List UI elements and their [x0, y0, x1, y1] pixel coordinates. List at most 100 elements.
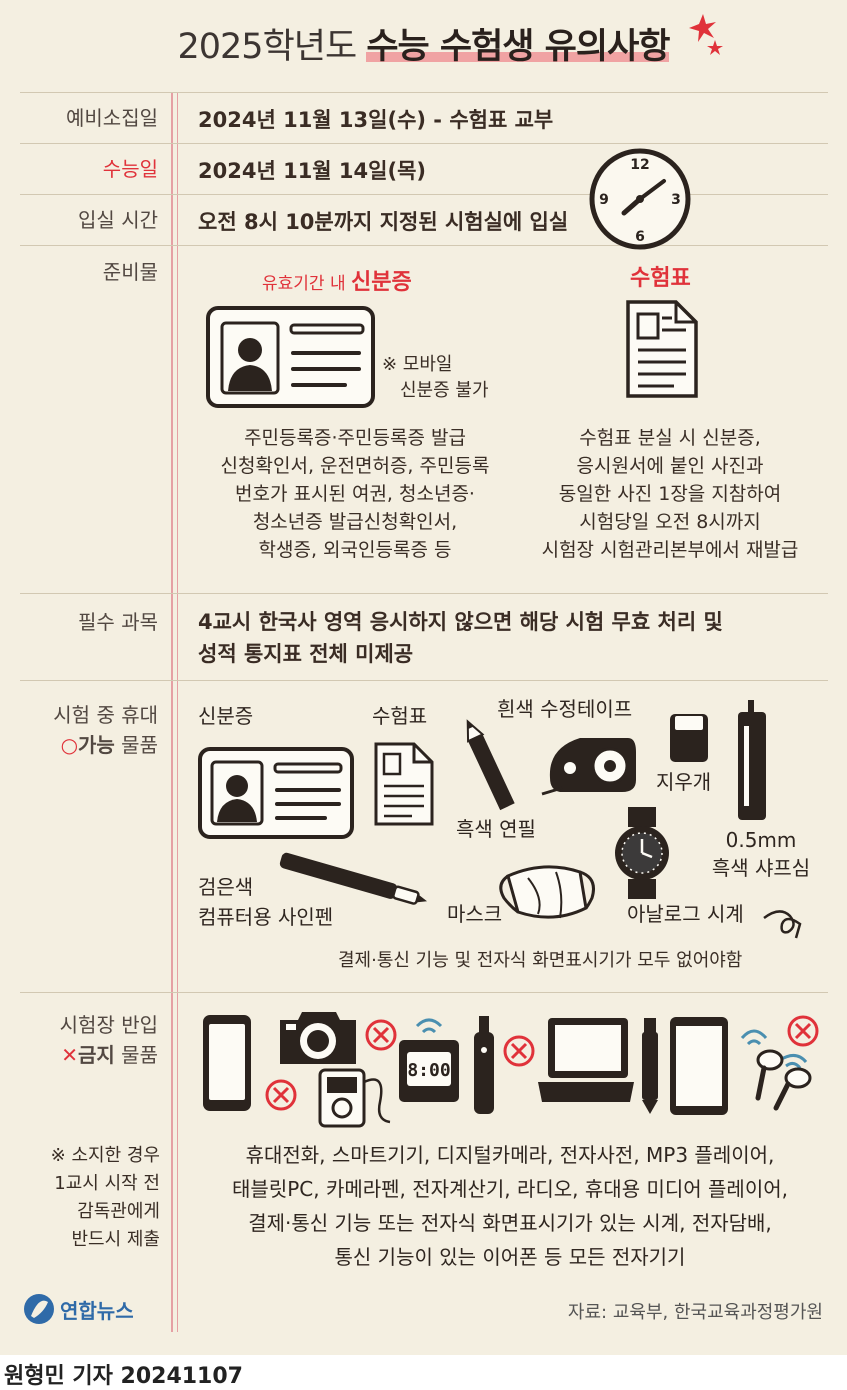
required-line: 성적 통지표 전체 미제공	[198, 642, 414, 666]
banned-note-line: 반드시 제출	[71, 1229, 160, 1250]
item-label-eraser: 지우개	[656, 770, 712, 794]
banned-rest: 물품	[114, 1043, 158, 1067]
banned-mark-icon	[265, 1079, 297, 1111]
margin-line	[177, 92, 178, 1332]
description-line: 수험표 분실 시 신분증,	[579, 427, 761, 449]
lead-line: 0.5mm	[725, 828, 797, 852]
divider	[20, 680, 828, 681]
id-card-description: 주민등록증·주민등록증 발급 신청확인서, 운전면허증, 주민등록 번호가 표시…	[190, 424, 520, 564]
mobile-note-line: ※ 모바일	[382, 354, 453, 375]
id-card-title: 신분증	[351, 270, 412, 295]
value-preliminary: 2024년 11월 13일(수) - 수험표 교부	[198, 108, 554, 132]
electronic-dictionary-icon: 8:00	[399, 1018, 459, 1102]
banned-list: 휴대전화, 스마트기기, 디지털카메라, 전자사전, MP3 플레이어, 태블릿…	[185, 1138, 835, 1274]
correction-tape-icon	[541, 738, 636, 796]
description-line: 응시원서에 붙인 사진과	[576, 455, 764, 477]
description-line: 시험장 시험관리본부에서 재발급	[541, 539, 799, 561]
banned-label-line: ✕금지 물품	[20, 1040, 158, 1070]
banned-note-line: 1교시 시작 전	[54, 1173, 160, 1194]
item-label-id: 신분증	[198, 704, 254, 728]
pen-line: 컴퓨터용 사인펜	[198, 905, 334, 929]
mobile-note: ※ 모바일 신분증 불가	[382, 352, 489, 404]
banned-bold: 금지	[78, 1043, 115, 1067]
banned-list-line: 휴대전화, 스마트기기, 디지털카메라, 전자사전, MP3 플레이어,	[245, 1143, 775, 1167]
yonhap-logo: 연합뉴스	[22, 1292, 134, 1326]
divider	[20, 143, 828, 144]
item-label-watch: 아날로그 시계	[627, 902, 744, 926]
item-label-pencil: 흑색 연필	[456, 817, 536, 841]
item-label-tape: 흰색 수정테이프	[497, 697, 633, 721]
lead-line: 흑색 샤프심	[711, 856, 811, 880]
sign-pen-icon	[279, 852, 428, 905]
mask-icon	[499, 865, 595, 919]
ticket-description: 수험표 분실 시 신분증, 응시원서에 붙인 사진과 동일한 사진 1장을 지참…	[505, 424, 835, 564]
x-mark-icon: ✕	[61, 1043, 79, 1067]
description-line: 학생증, 외국인등록증 등	[258, 539, 452, 561]
item-label-ticket: 수험표	[372, 704, 428, 728]
banned-label-line: 시험장 반입	[59, 1013, 158, 1037]
divider	[20, 194, 828, 195]
lead-case-icon	[738, 700, 766, 820]
title-main: 수능 수험생 유의사항	[366, 27, 670, 67]
banned-note: ※ 소지한 경우 1교시 시작 전 감독관에게 반드시 제출	[20, 1142, 160, 1254]
item-label-pen: 검은색 컴퓨터용 사인펜	[198, 872, 333, 932]
id-card-prefix: 유효기간 내	[262, 274, 352, 294]
infographic: 2025학년도 수능 수험생 유의사항 예비소집일 2024년 11월 13일(…	[0, 0, 847, 1355]
clock-number: 12	[630, 157, 649, 173]
tablet-icon	[670, 1017, 728, 1115]
divider	[20, 245, 828, 246]
banned-mark-icon	[503, 1035, 535, 1067]
clock-number: 6	[635, 229, 645, 245]
value-required: 4교시 한국사 영역 응시하지 않으면 해당 시험 무효 처리 및 성적 통지표…	[198, 606, 723, 670]
circle-mark-icon: ○	[60, 733, 79, 757]
arrow-squiggle-icon	[763, 910, 802, 939]
clock-number: 9	[599, 192, 609, 208]
id-card-heading: 유효기간 내 신분증	[262, 264, 412, 296]
label-exam-day: 수능일	[102, 157, 158, 181]
label-required: 필수 과목	[78, 610, 158, 634]
value-exam-day: 2024년 11월 14일(목)	[198, 159, 426, 183]
mp3-player-icon	[318, 1068, 391, 1128]
laptop-icon	[538, 1018, 634, 1102]
allowed-rest: 물품	[114, 733, 158, 757]
margin-line	[171, 92, 173, 1332]
pen-line: 검은색	[198, 875, 254, 899]
allowed-bold: 가능	[78, 733, 115, 757]
banned-mark-icon	[365, 1019, 397, 1051]
required-line: 4교시 한국사 영역 응시하지 않으면 해당 시험 무효 처리 및	[198, 610, 723, 634]
description-line: 시험당일 오전 8시까지	[579, 511, 761, 533]
description-line: 신청확인서, 운전면허증, 주민등록	[220, 455, 490, 477]
description-line: 청소년증 발급신청확인서,	[252, 511, 458, 533]
banned-list-line: 태블릿PC, 카메라펜, 전자계산기, 라디오, 휴대용 미디어 플레이어,	[232, 1177, 788, 1201]
camera-icon	[280, 1012, 356, 1064]
source: 자료: 교육부, 한국교육과정평가원	[567, 1302, 823, 1323]
item-label-lead: 0.5mm 흑색 샤프심	[700, 826, 822, 882]
clock-number: 3	[671, 192, 681, 208]
id-card-icon	[198, 747, 354, 839]
value-entry-time: 오전 8시 10분까지 지정된 시험실에 입실	[198, 210, 569, 234]
divider	[20, 992, 828, 993]
banned-note-line: ※ 소지한 경우	[50, 1145, 160, 1166]
label-preliminary: 예비소집일	[66, 106, 158, 130]
banned-list-line: 통신 기능이 있는 이어폰 등 모든 전자기기	[334, 1245, 686, 1269]
allowed-note: 결제·통신 기능 및 전자식 화면표시기가 모두 없어야함	[338, 950, 743, 971]
allowed-label-line: 시험 중 휴대	[53, 703, 158, 727]
mobile-note-line: 신분증 불가	[400, 380, 489, 401]
banned-list-line: 결제·통신 기능 또는 전자식 화면표시기가 있는 시계, 전자담배,	[248, 1211, 772, 1235]
banned-note-line: 감독관에게	[77, 1201, 160, 1222]
camera-pen-icon	[642, 1018, 658, 1114]
divider	[20, 593, 828, 594]
label-banned: 시험장 반입 ✕금지 물품	[20, 1010, 158, 1070]
description-line: 동일한 사진 1장을 지참하여	[558, 483, 782, 505]
analog-watch-icon	[615, 807, 669, 899]
earphones-icon	[740, 1029, 812, 1111]
exam-ticket-icon	[374, 742, 434, 826]
label-materials: 준비물	[102, 260, 158, 284]
eraser-icon	[670, 714, 708, 762]
label-allowed: 시험 중 휴대 ○가능 물품	[20, 700, 158, 760]
banned-mark-icon	[787, 1015, 819, 1047]
clock-icon: 12 3 6 9	[589, 148, 691, 250]
pencil-icon	[466, 719, 515, 811]
description-line: 주민등록증·주민등록증 발급	[244, 427, 466, 449]
ticket-title: 수험표	[630, 266, 691, 291]
